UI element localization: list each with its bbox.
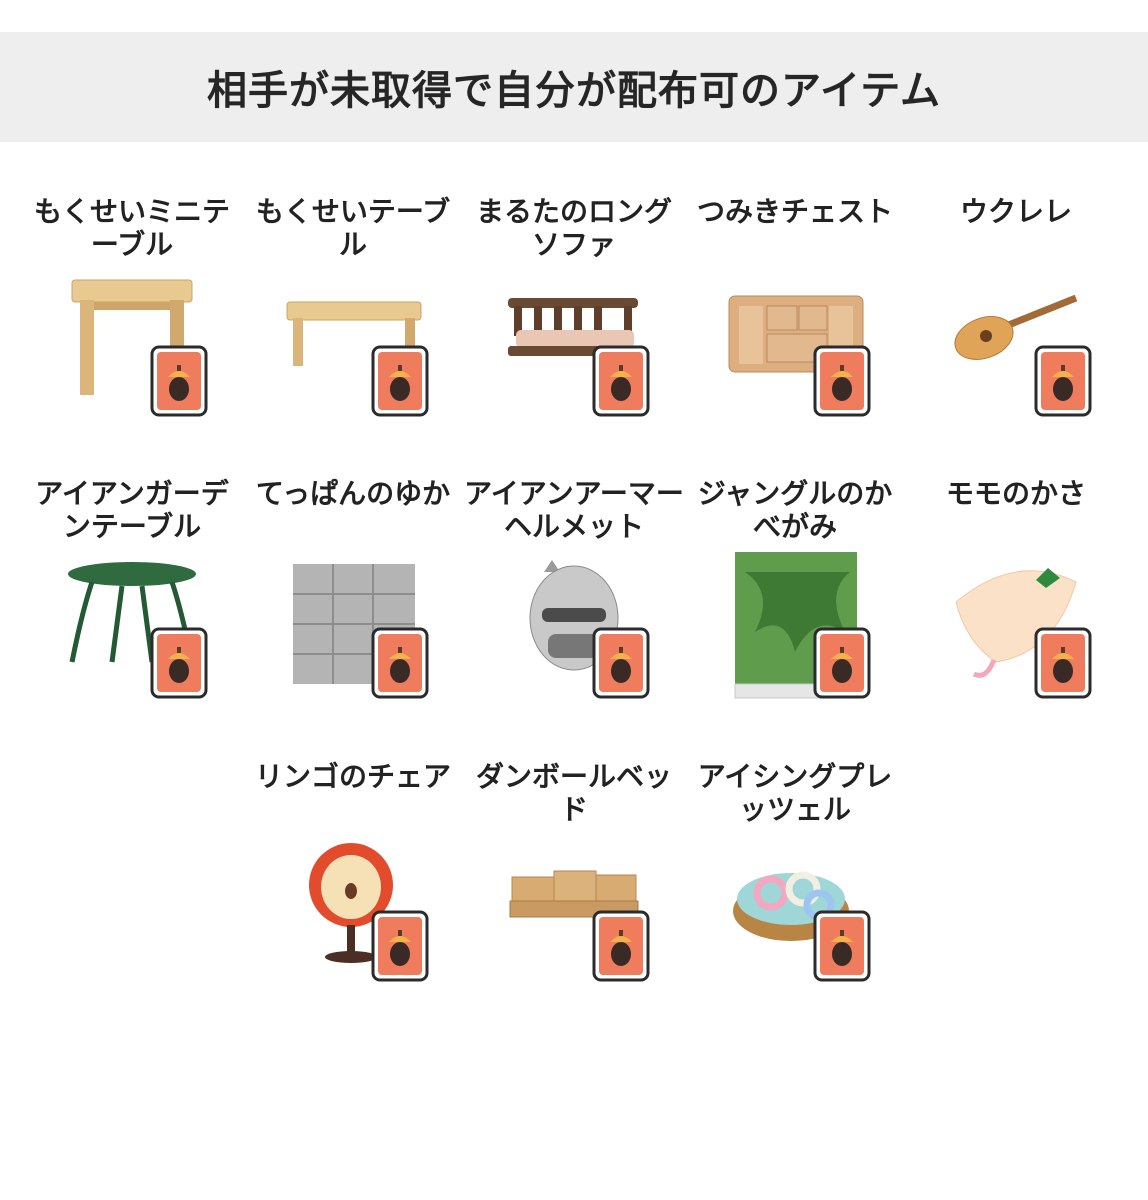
item-name: アイシングプレッツェル <box>697 760 893 826</box>
item-name: リンゴのチェア <box>254 760 451 793</box>
item-name: ウクレレ <box>959 195 1072 228</box>
wooden-table-icon <box>286 301 422 366</box>
ukulele-icon <box>954 294 1078 360</box>
recipe-card-icon <box>371 345 429 417</box>
item-cell[interactable]: アイアンガーデンテーブル <box>22 477 242 727</box>
item-name: まるたのロングソファ <box>475 195 672 261</box>
item-cell[interactable]: まるたのロングソファ <box>464 195 684 445</box>
item-cell[interactable]: ダンボールベッド <box>464 760 684 1010</box>
item-name: つみきチェスト <box>696 195 893 228</box>
item-name: てっぱんのゆか <box>255 477 451 510</box>
recipe-card-icon <box>813 627 871 699</box>
recipe-card-icon <box>813 345 871 417</box>
item-cell[interactable]: てっぱんのゆか <box>243 477 463 727</box>
item-cell[interactable]: もくせいミニテーブル <box>22 195 242 445</box>
item-name: アイアンガーデンテーブル <box>35 477 229 543</box>
recipe-card-icon <box>592 345 650 417</box>
recipe-card-icon <box>371 627 429 699</box>
item-cell[interactable]: リンゴのチェア <box>243 760 463 1010</box>
recipe-card-icon <box>592 627 650 699</box>
item-cell[interactable]: もくせいテーブル <box>243 195 463 445</box>
item-cell[interactable]: ウクレレ <box>906 195 1126 445</box>
recipe-card-icon <box>150 627 208 699</box>
recipe-card-icon <box>1034 345 1092 417</box>
item-name: もくせいテーブル <box>255 195 451 261</box>
item-cell[interactable]: アイアンアーマーヘルメット <box>464 477 684 727</box>
recipe-card-icon <box>371 910 429 982</box>
log-long-sofa-icon <box>508 298 638 356</box>
item-cell[interactable]: つみきチェスト <box>685 195 905 445</box>
recipe-card-icon <box>150 345 208 417</box>
apple-chair-icon <box>309 843 393 963</box>
item-name: もくせいミニテーブル <box>33 195 230 261</box>
item-name: アイアンアーマーヘルメット <box>464 477 684 543</box>
page-header: 相手が未取得で自分が配布可のアイテム <box>0 32 1148 142</box>
cardboard-bed-icon <box>509 870 639 918</box>
item-name: ジャングルのかべがみ <box>697 477 893 543</box>
item-cell[interactable]: モモのかさ <box>906 477 1126 727</box>
item-name: モモのかさ <box>945 477 1086 510</box>
recipe-card-icon <box>592 910 650 982</box>
recipe-card-icon <box>813 910 871 982</box>
iron-garden-table-icon <box>68 562 196 663</box>
item-cell[interactable]: ジャングルのかべがみ <box>685 477 905 727</box>
recipe-card-icon <box>1034 627 1092 699</box>
item-cell[interactable]: アイシングプレッツェル <box>685 760 905 1010</box>
peach-umbrella-icon <box>955 568 1077 678</box>
page-title: 相手が未取得で自分が配布可のアイテム <box>207 68 941 114</box>
item-name: ダンボールベッド <box>475 760 672 826</box>
